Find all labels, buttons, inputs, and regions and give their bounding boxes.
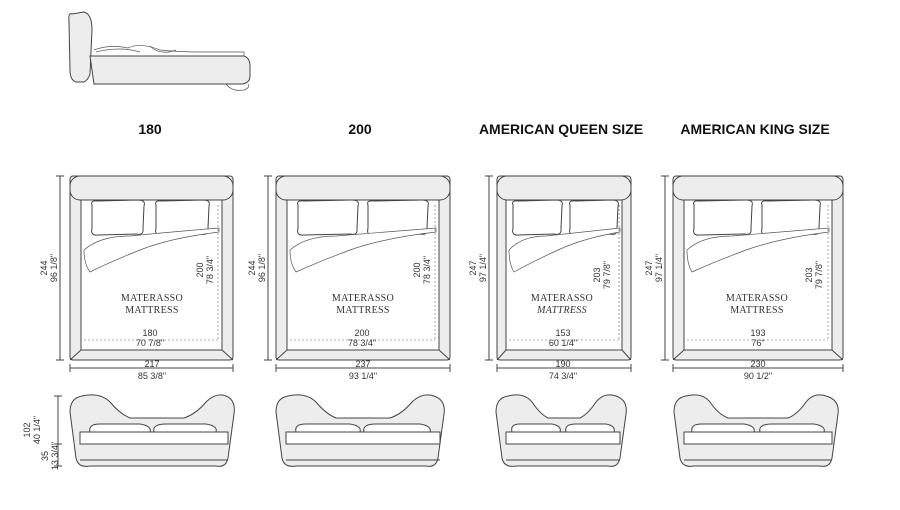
overall-width-in: 90 1/2" xyxy=(744,371,772,381)
overall-length-in: 96 1/8" xyxy=(257,254,267,282)
overall-length-in: 97 1/4" xyxy=(654,254,664,282)
mattress-width-in: 60 1/4" xyxy=(549,338,577,348)
front-view xyxy=(495,394,627,467)
front-view xyxy=(69,394,235,467)
overall-width-cm: 190 xyxy=(555,359,570,369)
mattress-length-cm: 203 xyxy=(804,267,814,282)
top-view: MATERASSO MATTRESS 153 60 1/4" 203 79 7/… xyxy=(468,175,632,381)
overall-length-cm: 247 xyxy=(468,260,478,275)
front-total-height-cm: 102 xyxy=(22,422,32,437)
side-elevation-view xyxy=(68,11,251,91)
mattress-length-in: 79 7/8" xyxy=(814,261,824,289)
mattress-width-in: 70 7/8" xyxy=(136,338,164,348)
front-height-dimensions: 102 40 1/4" 35 13 3/4" xyxy=(22,395,62,470)
mattress-length-in: 79 7/8" xyxy=(602,261,612,289)
overall-length-in: 96 1/8" xyxy=(49,254,59,282)
size-title: AMERICAN QUEEN SIZE xyxy=(479,121,643,137)
mattress-label: MATERASSO xyxy=(726,293,788,304)
front-total-height-in: 40 1/4" xyxy=(32,416,42,444)
mattress-length-cm: 200 xyxy=(195,262,205,277)
size-column-american-queen: AMERICAN QUEEN SIZE MATERASSO MATTRESS 1… xyxy=(468,121,643,467)
overall-width-in: 85 3/8" xyxy=(138,371,166,381)
overall-length-cm: 247 xyxy=(644,260,654,275)
size-column-200: 200 MATERASSO MATTRESS 200 78 3/4" 200 7… xyxy=(247,121,451,467)
mattress-length-in: 78 3/4" xyxy=(205,256,215,284)
front-view xyxy=(275,394,445,467)
mattress-length-in: 78 3/4" xyxy=(422,256,432,284)
front-frame-height-in: 13 3/4" xyxy=(50,442,60,470)
mattress-width-cm: 180 xyxy=(142,328,157,338)
size-title: 200 xyxy=(348,121,372,137)
mattress-label-en: MATTRESS xyxy=(730,305,784,316)
overall-width-cm: 237 xyxy=(355,359,370,369)
mattress-width-cm: 153 xyxy=(555,328,570,338)
mattress-label: MATERASSO xyxy=(121,293,183,304)
overall-length-cm: 244 xyxy=(247,260,257,275)
overall-width-in: 93 1/4" xyxy=(349,371,377,381)
overall-width-in: 74 3/4" xyxy=(549,371,577,381)
front-view xyxy=(673,394,839,467)
mattress-label-en: MATTRESS xyxy=(336,305,390,316)
top-view: MATERASSO MATTRESS 180 70 7/8" 200 78 3/… xyxy=(39,175,234,381)
mattress-width-in: 78 3/4" xyxy=(348,338,376,348)
top-view: MATERASSO MATTRESS 193 76" 203 79 7/8" 2… xyxy=(644,175,844,381)
mattress-label-en: MATTRESS xyxy=(536,305,587,316)
size-column-180: 180 MATERASSO MATTRESS 180 70 7/8" 200 7… xyxy=(39,121,235,467)
mattress-width-in: 76" xyxy=(751,338,764,348)
size-title: 180 xyxy=(138,121,162,137)
top-view: MATERASSO MATTRESS 200 78 3/4" 200 78 3/… xyxy=(247,175,451,381)
mattress-width-cm: 200 xyxy=(354,328,369,338)
mattress-width-cm: 193 xyxy=(750,328,765,338)
mattress-length-cm: 200 xyxy=(412,262,422,277)
size-title: AMERICAN KING SIZE xyxy=(680,121,829,137)
front-frame-height-cm: 35 xyxy=(40,451,50,461)
overall-width-cm: 217 xyxy=(144,359,159,369)
size-column-american-king: AMERICAN KING SIZE MATERASSO MATTRESS 19… xyxy=(644,121,844,467)
overall-length-cm: 244 xyxy=(39,260,49,275)
overall-length-in: 97 1/4" xyxy=(478,254,488,282)
mattress-label-en: MATTRESS xyxy=(125,305,179,316)
mattress-label: MATERASSO xyxy=(531,293,593,304)
mattress-label: MATERASSO xyxy=(332,293,394,304)
overall-width-cm: 230 xyxy=(750,359,765,369)
mattress-length-cm: 203 xyxy=(592,267,602,282)
